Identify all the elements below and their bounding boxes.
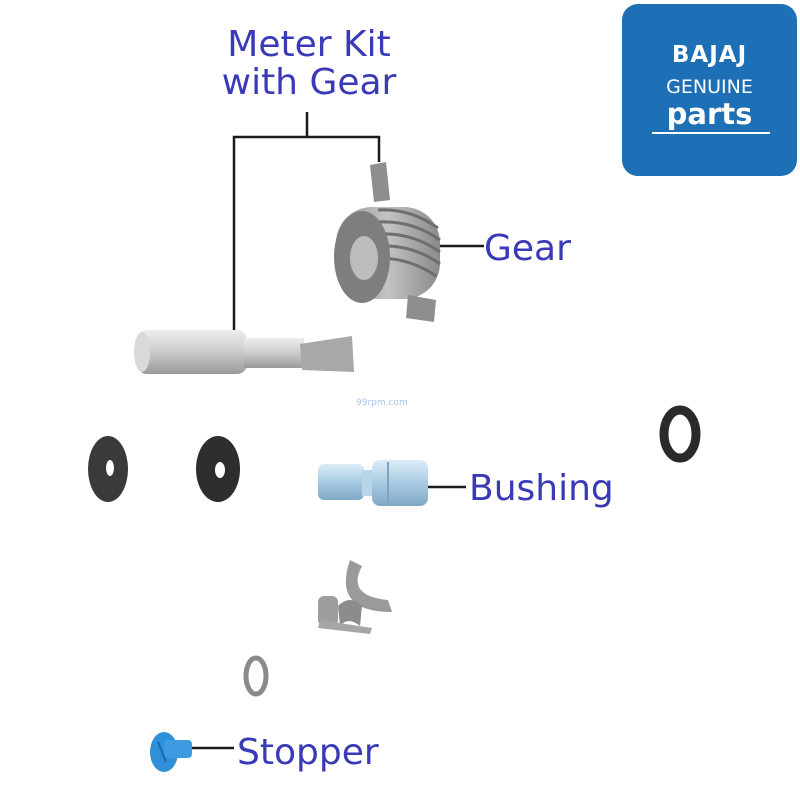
badge-line2: GENUINE [666, 76, 753, 98]
leader-lines [190, 112, 484, 750]
small-washer [243, 655, 269, 697]
meter-kit-label-line2: with Gear [221, 62, 397, 103]
o-ring [659, 405, 701, 463]
washer-2 [196, 436, 240, 502]
badge-brand: BAJAJ [671, 42, 748, 68]
gear-part [334, 162, 441, 322]
stopper-part [150, 732, 192, 772]
stopper-label: Stopper [237, 732, 379, 773]
gear-label: Gear [484, 228, 571, 269]
watermark: 99rpm.com [356, 398, 408, 408]
bajaj-genuine-parts-badge: BAJAJ GENUINE parts [622, 4, 797, 176]
meter-kit-label: Meter Kit with Gear [214, 26, 404, 102]
shaft-part [134, 330, 354, 374]
washer-1 [88, 436, 128, 502]
clip-part [318, 560, 392, 634]
badge-line3: parts [666, 97, 753, 131]
bushing-label: Bushing [469, 468, 614, 509]
bushing-part [318, 460, 428, 506]
badge-underline [652, 132, 770, 134]
meter-kit-label-line1: Meter Kit [227, 24, 391, 65]
